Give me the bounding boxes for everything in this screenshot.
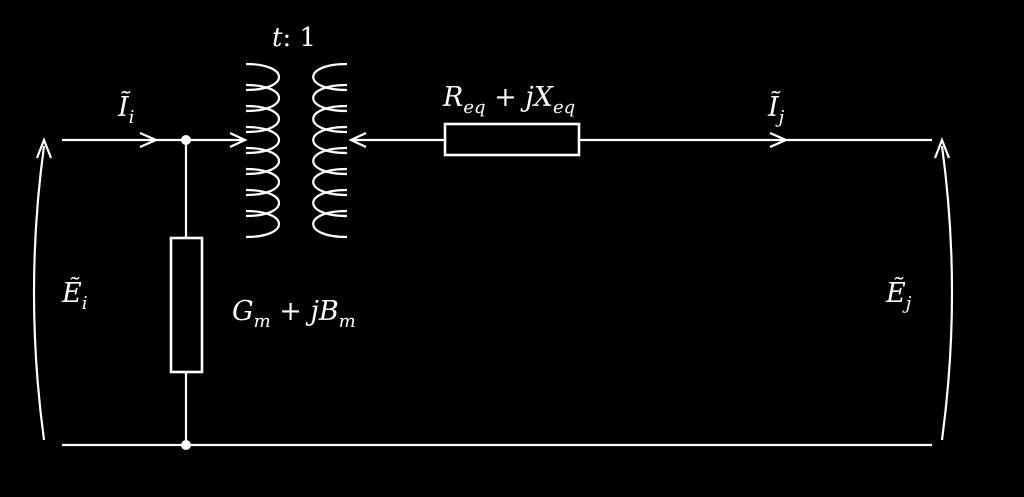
winding-right-arrow-icon	[348, 132, 367, 148]
winding-turn	[245, 62, 280, 92]
winding-turn	[312, 146, 348, 176]
voltage-j-arrowhead-icon	[933, 136, 951, 159]
winding-turn	[312, 167, 348, 197]
winding-turn	[312, 209, 348, 239]
secondary-winding-icon	[312, 62, 348, 239]
winding-turn	[245, 188, 280, 218]
winding-turn	[245, 125, 280, 155]
current-j-arrow-icon	[769, 131, 789, 149]
winding-turn	[312, 83, 348, 113]
voltage-j-label: Ẽj	[885, 276, 912, 314]
turns-ratio-label: t: 1	[272, 23, 316, 53]
winding-turn	[245, 167, 280, 197]
voltage-i-arc	[32, 145, 46, 441]
junction-dot-top	[181, 135, 191, 145]
current-i-label: Ĩi	[117, 90, 134, 128]
winding-turn	[312, 62, 348, 92]
current-i-arrow-icon	[139, 131, 159, 149]
voltage-j-arc	[940, 145, 954, 441]
voltage-i-label: Ẽi	[61, 276, 87, 314]
series-impedance-box	[443, 122, 581, 157]
winding-turn	[312, 125, 348, 155]
winding-turn	[245, 104, 280, 134]
shunt-admittance-label: Gm + jBm	[232, 296, 356, 332]
series-impedance-label: Req + jXeq	[442, 82, 575, 118]
winding-turn	[245, 83, 280, 113]
winding-turn	[245, 146, 280, 176]
winding-turn	[312, 104, 348, 134]
current-j-label: Ĩj	[767, 90, 785, 128]
primary-winding-icon	[245, 62, 280, 239]
shunt-admittance-box	[169, 236, 204, 374]
voltage-i-arrowhead-icon	[35, 136, 53, 159]
winding-turn	[245, 209, 280, 239]
winding-turn	[312, 188, 348, 218]
winding-left-arrow-icon	[229, 132, 248, 148]
junction-dot-bottom	[181, 440, 191, 450]
